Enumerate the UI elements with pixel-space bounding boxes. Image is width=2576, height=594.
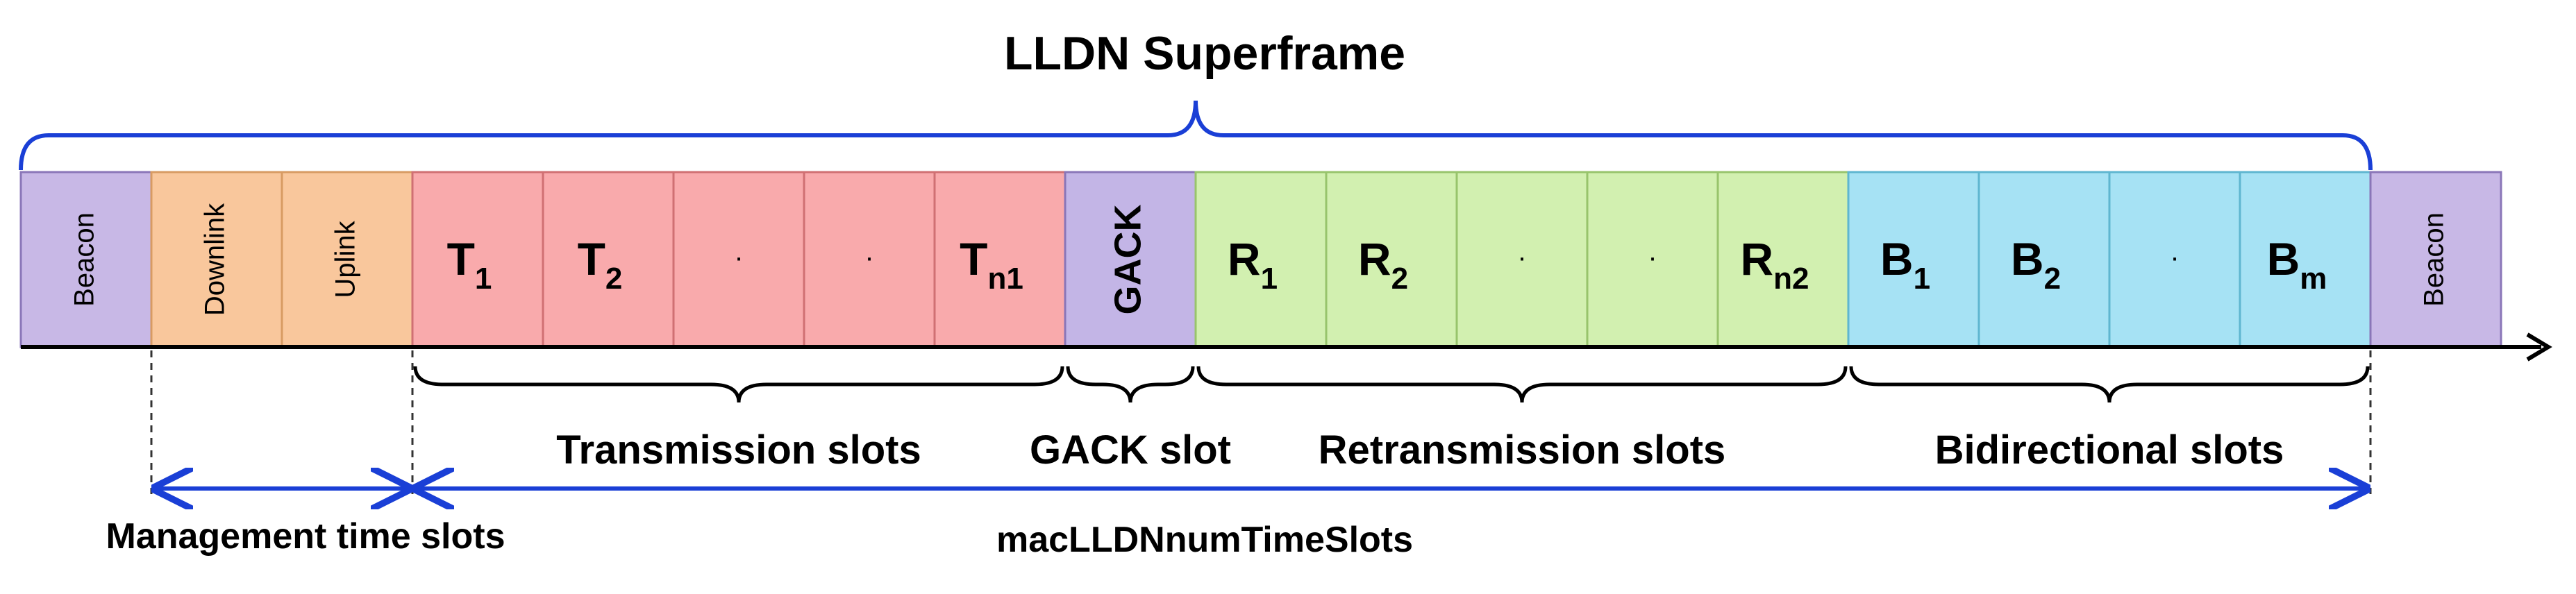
slot-label-subscript: 2 [605, 262, 622, 296]
slot-cell [933, 171, 1067, 348]
slot-label-main: T [960, 233, 987, 285]
span-label: macLLDNnumTimeSlots [996, 520, 1413, 560]
slot-label: Uplink [331, 220, 361, 298]
group-brace [413, 366, 1064, 403]
slot-management-2: Uplink [281, 171, 414, 348]
slot-label-dot: · [1648, 242, 1657, 273]
slot-label: R2 [1358, 233, 1408, 296]
slot-label: Downlink [200, 203, 231, 316]
slot-cell [1586, 171, 1719, 348]
slot-label: T2 [578, 233, 623, 296]
slot-label: GACK [1107, 205, 1148, 315]
group-label: Retransmission slots [1319, 427, 1726, 473]
slot-cell [2369, 171, 2502, 348]
slot-retransmission-12: · [1586, 171, 1719, 348]
slot-bidirectional-14: B1 [1847, 171, 1980, 348]
slot-transmission-4: T2 [542, 171, 675, 348]
slot-gack-8: GACK [1064, 171, 1197, 348]
slot-beacon-0: Beacon [19, 171, 153, 348]
slot-label-subscript: 2 [1391, 262, 1408, 296]
slot-label-main: B [2267, 233, 2300, 285]
group-label: Bidirectional slots [1935, 427, 2284, 473]
slot-cell [1716, 171, 1850, 348]
slot-cell [1847, 171, 1980, 348]
slot-label-dot: · [864, 242, 873, 273]
slot-label: Tn1 [960, 233, 1023, 296]
slot-label-subscript: 2 [2044, 262, 2061, 296]
group-2: Retransmission slots [1196, 366, 1848, 473]
slot-cell [1325, 171, 1458, 348]
slot-cell [1977, 171, 2111, 348]
slot-label-main: T [447, 233, 475, 285]
slot-cell [19, 171, 153, 348]
slot-label: R1 [1228, 233, 1278, 296]
group-1: GACK slot [1030, 366, 1231, 473]
slot-transmission-5: · [672, 171, 805, 348]
slot-label: Bm [2267, 233, 2327, 296]
slot-label-main: R [1228, 233, 1261, 285]
slot-label: B2 [2011, 233, 2061, 296]
group-brace [1196, 366, 1848, 403]
slot-label-dot: · [1517, 242, 1526, 273]
slot-label: B1 [1880, 233, 1930, 296]
slot-label-subscript: 1 [1914, 262, 1930, 296]
slot-transmission-6: · [803, 171, 936, 348]
slot-label: Beacon [2419, 212, 2450, 307]
span-1: macLLDNnumTimeSlots [417, 489, 2366, 560]
diagram-title: LLDN Superframe [1004, 27, 1405, 80]
slot-cell [411, 171, 544, 348]
slot-label-subscript: n2 [1773, 262, 1809, 296]
slot-transmission-3: T1 [411, 171, 544, 348]
group-label: GACK slot [1030, 427, 1231, 473]
slot-spans: Management time slots macLLDNnumTimeSlots [106, 350, 2372, 560]
slot-cell [1064, 171, 1197, 348]
slot-bidirectional-17: Bm [2239, 171, 2372, 348]
slot-label-main: B [2011, 233, 2044, 285]
slot-label-subscript: n1 [987, 262, 1023, 296]
slot-cell [2239, 171, 2372, 348]
span-label: Management time slots [106, 516, 505, 557]
group-brace [1066, 366, 1195, 403]
slot-cell [672, 171, 805, 348]
slot-label: Beacon [69, 212, 100, 307]
slot-label-dot: · [2170, 242, 2179, 273]
slot-label-dot: · [734, 242, 743, 273]
group-0: Transmission slots [413, 366, 1064, 473]
slot-bidirectional-15: B2 [1977, 171, 2111, 348]
slot-retransmission-9: R1 [1194, 171, 1328, 348]
slot-cell [542, 171, 675, 348]
slot-label-main: B [1880, 233, 1914, 285]
slot-retransmission-11: · [1455, 171, 1589, 348]
time-axis-arrowhead [2526, 332, 2552, 362]
slot-label-subscript: 1 [1261, 262, 1278, 296]
slot-cell [281, 171, 414, 348]
slot-cell [2108, 171, 2241, 348]
slot-retransmission-13: Rn2 [1716, 171, 1850, 348]
slot-groups: Transmission slots GACK slot Retransmissio… [413, 366, 2370, 473]
superframe-brace [19, 100, 2373, 171]
slot-label-subscript: 1 [475, 262, 492, 296]
span-0: Management time slots [106, 489, 505, 557]
group-3: Bidirectional slots [1849, 366, 2370, 473]
slot-label: T1 [447, 233, 492, 296]
slot-retransmission-10: R2 [1325, 171, 1458, 348]
slot-cell [150, 171, 283, 348]
group-label: Transmission slots [556, 427, 921, 473]
slot-label-subscript: m [2300, 262, 2327, 296]
slot-transmission-7: Tn1 [933, 171, 1067, 348]
slot-bidirectional-16: · [2108, 171, 2241, 348]
slot-label-main: T [578, 233, 605, 285]
slot-management-1: Downlink [150, 171, 283, 348]
slot-label-main: R [1358, 233, 1391, 285]
slot-label-main: R [1740, 233, 1773, 285]
slot-beacon-18: Beacon [2369, 171, 2502, 348]
group-brace [1849, 366, 2370, 403]
slot-label: Rn2 [1740, 233, 1809, 296]
slot-cell [1194, 171, 1328, 348]
